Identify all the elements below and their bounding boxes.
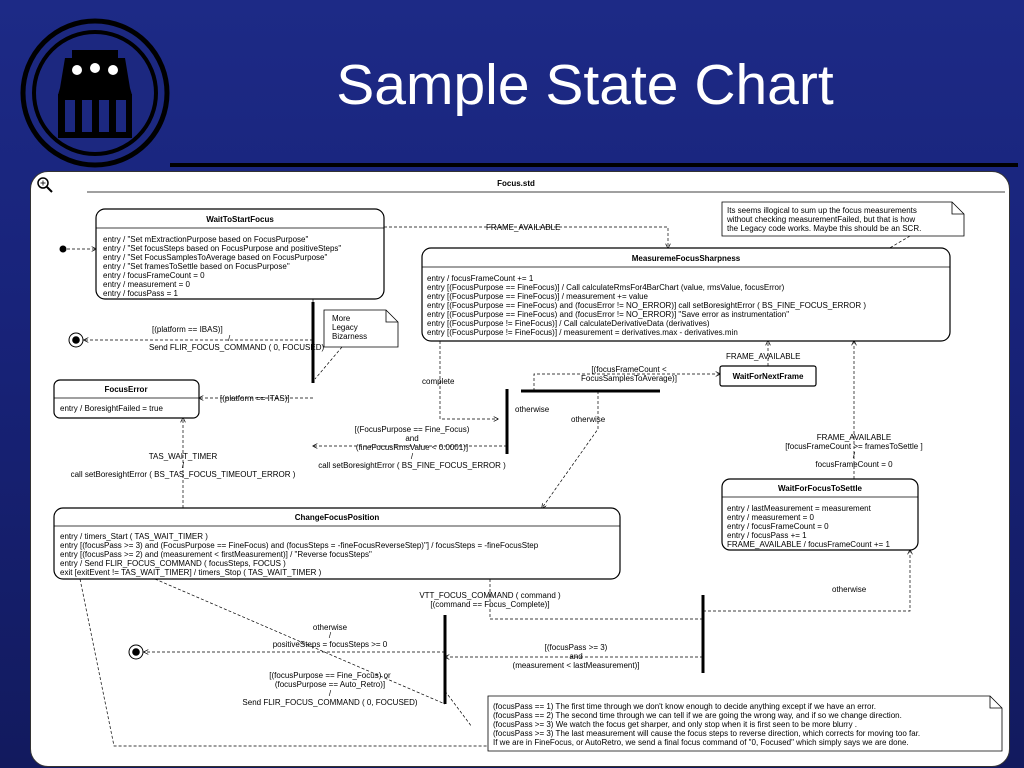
svg-text:More: More xyxy=(332,314,351,323)
svg-text:[(focusPass >= 3): [(focusPass >= 3) xyxy=(545,643,608,652)
svg-text:otherwise: otherwise xyxy=(313,623,348,632)
svg-text:entry / focusPass = 1: entry / focusPass = 1 xyxy=(103,289,178,298)
state-chart-diagram: Focus.std WaitToStartFocus entry / "Set … xyxy=(37,177,1005,752)
svg-text:VTT_FOCUS_COMMAND ( command ): VTT_FOCUS_COMMAND ( command ) xyxy=(419,591,561,600)
svg-text:entry / "Set focusSteps based: entry / "Set focusSteps based on FocusPu… xyxy=(103,244,341,253)
svg-text:/: / xyxy=(228,334,231,343)
svg-text:(focusPass == 2) The second ti: (focusPass == 2) The second time through… xyxy=(493,711,902,720)
svg-text:positiveSteps = focusSteps >=: positiveSteps = focusSteps >= 0 xyxy=(273,640,388,649)
transition-frame-available-top: FRAME_AVAILABLE xyxy=(486,223,560,232)
svg-text:(focusPass == 1) The first tim: (focusPass == 1) The first time through … xyxy=(493,702,876,711)
svg-text:entry / focusFrameCount += 1: entry / focusFrameCount += 1 xyxy=(427,274,534,283)
svg-text:entry [(focusPass >= 3) and (F: entry [(focusPass >= 3) and (FocusPurpos… xyxy=(60,541,539,550)
svg-text:(fineFocusRmsValue < 0.0001)]: (fineFocusRmsValue < 0.0001)] xyxy=(356,443,468,452)
svg-text:entry / lastMeasurement = meas: entry / lastMeasurement = measurement xyxy=(727,504,872,513)
svg-text:Bizarness: Bizarness xyxy=(332,332,367,341)
svg-text:WaitToStartFocus: WaitToStartFocus xyxy=(206,215,274,224)
svg-text:entry / BoresightFailed = tru: entry / BoresightFailed = true xyxy=(60,404,163,413)
note-sum-measurements: Its seems illogical to sum up the focus … xyxy=(721,201,965,237)
zoom-icon[interactable] xyxy=(37,177,53,193)
svg-text:entry [(FocusPurpose == FineFo: entry [(FocusPurpose == FineFocus)] / Ca… xyxy=(427,283,785,292)
seal-logo xyxy=(20,18,170,168)
state-measure-focus-sharpness: MeasuremeFocusSharpness entry / focusFra… xyxy=(421,247,951,342)
svg-text:entry / Send FLIR_FOCUS_COMMAN: entry / Send FLIR_FOCUS_COMMAND ( focusS… xyxy=(60,559,286,568)
svg-text:WaitForNextFrame: WaitForNextFrame xyxy=(733,372,804,381)
svg-text:FRAME_AVAILABLE: FRAME_AVAILABLE xyxy=(817,433,891,442)
slide-title: Sample State Chart xyxy=(336,53,834,117)
svg-text:FocusSamplesToAverage)]: FocusSamplesToAverage)] xyxy=(581,374,677,383)
svg-text:(focusPurpose == Auto_Retro)]: (focusPurpose == Auto_Retro)] xyxy=(275,680,385,689)
svg-text:exit [exitEvent != TAS_WAIT_TI: exit [exitEvent != TAS_WAIT_TIMER] / tim… xyxy=(60,568,322,577)
svg-text:[(command == Focus_Complete)]: [(command == Focus_Complete)] xyxy=(430,600,549,609)
title-rule xyxy=(170,163,1018,167)
svg-text:/: / xyxy=(329,689,332,698)
svg-text:without checking measurementFa: without checking measurementFailed, but … xyxy=(726,215,915,224)
svg-text:and: and xyxy=(405,434,418,443)
final-state-bottom xyxy=(128,644,144,660)
svg-text:otherwise: otherwise xyxy=(571,415,606,424)
svg-text:complete: complete xyxy=(422,377,455,386)
svg-text:[(FocusPurpose == Fine_Focus): [(FocusPurpose == Fine_Focus) xyxy=(355,425,470,434)
note-legacy-bizarness: More Legacy Bizarness xyxy=(323,309,399,348)
svg-text:FRAME_AVAILABLE: FRAME_AVAILABLE xyxy=(726,352,800,361)
svg-text:entry [(FocusPurpose != FineF: entry [(FocusPurpose != FineFocus)] / me… xyxy=(427,328,738,337)
svg-text:otherwise: otherwise xyxy=(832,585,867,594)
svg-text:If we are in FineFocus, or Aut: If we are in FineFocus, or AutoRetro, we… xyxy=(493,738,909,747)
svg-text:[(platform == IBAS)]: [(platform == IBAS)] xyxy=(152,325,223,334)
svg-text:call setBoresightError ( BS_FI: call setBoresightError ( BS_FINE_FOCUS_E… xyxy=(318,461,506,470)
svg-text:FocusError: FocusError xyxy=(104,385,147,394)
svg-text:entry / "Set framesToSettle ba: entry / "Set framesToSettle based on Foc… xyxy=(103,262,290,271)
svg-text:(focusPass >= 3) We watch the: (focusPass >= 3) We watch the focus get … xyxy=(493,720,857,729)
svg-text:/: / xyxy=(182,461,185,470)
state-change-focus-position: ChangeFocusPosition entry / timers_Start… xyxy=(53,507,621,580)
svg-text:entry / focusFrameCount = 0: entry / focusFrameCount = 0 xyxy=(727,522,829,531)
svg-text:TAS_WAIT_TIMER: TAS_WAIT_TIMER xyxy=(149,452,218,461)
svg-text:ChangeFocusPosition: ChangeFocusPosition xyxy=(295,513,380,522)
state-focus-error: FocusError entry / BoresightFailed = tru… xyxy=(53,379,200,419)
note-focus-pass: (focusPass == 1) The first time through … xyxy=(487,695,1003,752)
svg-text:[focusFrameCount >= framesToSe: [focusFrameCount >= framesToSettle ] xyxy=(785,442,922,451)
svg-text:WaitForFocusToSettle: WaitForFocusToSettle xyxy=(778,484,863,493)
svg-text:entry / measurement = 0: entry / measurement = 0 xyxy=(103,280,190,289)
svg-text:entry / "Set mExtractionPurpos: entry / "Set mExtractionPurpose based on… xyxy=(103,235,309,244)
svg-text:(focusPass >= 3) The last meas: (focusPass >= 3) The last measurement wi… xyxy=(493,729,920,738)
initial-state-dot xyxy=(59,245,67,253)
state-wait-for-next-frame: WaitForNextFrame xyxy=(719,365,817,387)
svg-text:entry [(focusPass >= 2) and (m: entry [(focusPass >= 2) and (measurement… xyxy=(60,550,372,559)
final-state-top xyxy=(68,332,84,348)
svg-text:entry / measurement = 0: entry / measurement = 0 xyxy=(727,513,814,522)
state-wait-to-start-focus: WaitToStartFocus entry / "Set mExtractio… xyxy=(95,208,385,300)
svg-text:focusFrameCount = 0: focusFrameCount = 0 xyxy=(815,460,893,469)
svg-text:/: / xyxy=(853,451,856,460)
svg-text:MeasuremeFocusSharpness: MeasuremeFocusSharpness xyxy=(632,254,741,263)
svg-text:Its seems illogical to sum up: Its seems illogical to sum up the focus … xyxy=(727,206,917,215)
diagram-file-name: Focus.std xyxy=(497,179,535,188)
svg-text:/: / xyxy=(329,631,332,640)
svg-text:entry [(FocusPurpose == FineFo: entry [(FocusPurpose == FineFocus)] / me… xyxy=(427,292,649,301)
svg-text:(measurement < lastMeasurement: (measurement < lastMeasurement)] xyxy=(513,661,640,670)
svg-text:entry / timers_Start ( TAS_WAI: entry / timers_Start ( TAS_WAIT_TIMER ) xyxy=(60,532,208,541)
state-wait-for-focus-to-settle: WaitForFocusToSettle entry / lastMeasure… xyxy=(721,478,919,551)
svg-text:[(focusFrameCount <: [(focusFrameCount < xyxy=(591,365,667,374)
svg-text:the Legacy code works. Maybe: the Legacy code works. Maybe this should… xyxy=(727,224,921,233)
svg-text:entry / focusFrameCount = 0: entry / focusFrameCount = 0 xyxy=(103,271,205,280)
svg-text:otherwise: otherwise xyxy=(515,405,550,414)
svg-text:entry / "Set FocusSamplesToAve: entry / "Set FocusSamplesToAverage based… xyxy=(103,253,327,262)
svg-text:[(focusPurpose == Fine_Focus): [(focusPurpose == Fine_Focus) or xyxy=(269,671,391,680)
svg-text:entry [(FocusPurpose == FineFo: entry [(FocusPurpose == FineFocus) and (… xyxy=(427,310,789,319)
svg-text:FRAME_AVAILABLE / focusFrameC: FRAME_AVAILABLE / focusFrameCount += 1 xyxy=(727,540,890,549)
svg-text:Send FLIR_FOCUS_COMMAND ( 0, F: Send FLIR_FOCUS_COMMAND ( 0, FOCUSED) xyxy=(149,343,324,352)
svg-text:Send FLIR_FOCUS_COMMAND ( 0, F: Send FLIR_FOCUS_COMMAND ( 0, FOCUSED) xyxy=(242,698,417,707)
svg-text:entry [(FocusPurpose == FineFo: entry [(FocusPurpose == FineFocus) and (… xyxy=(427,301,866,310)
svg-text:/: / xyxy=(411,452,414,461)
svg-text:entry [(FocusPurpose != FineF: entry [(FocusPurpose != FineFocus)] / Ca… xyxy=(427,319,710,328)
svg-text:and: and xyxy=(569,652,582,661)
svg-text:[(platform == ITAS)]: [(platform == ITAS)] xyxy=(220,394,290,403)
svg-text:Legacy: Legacy xyxy=(332,323,358,332)
svg-text:call setBoresightError ( BS_TA: call setBoresightError ( BS_TAS_FOCUS_TI… xyxy=(71,470,296,479)
svg-text:entry / focusPass += 1: entry / focusPass += 1 xyxy=(727,531,807,540)
